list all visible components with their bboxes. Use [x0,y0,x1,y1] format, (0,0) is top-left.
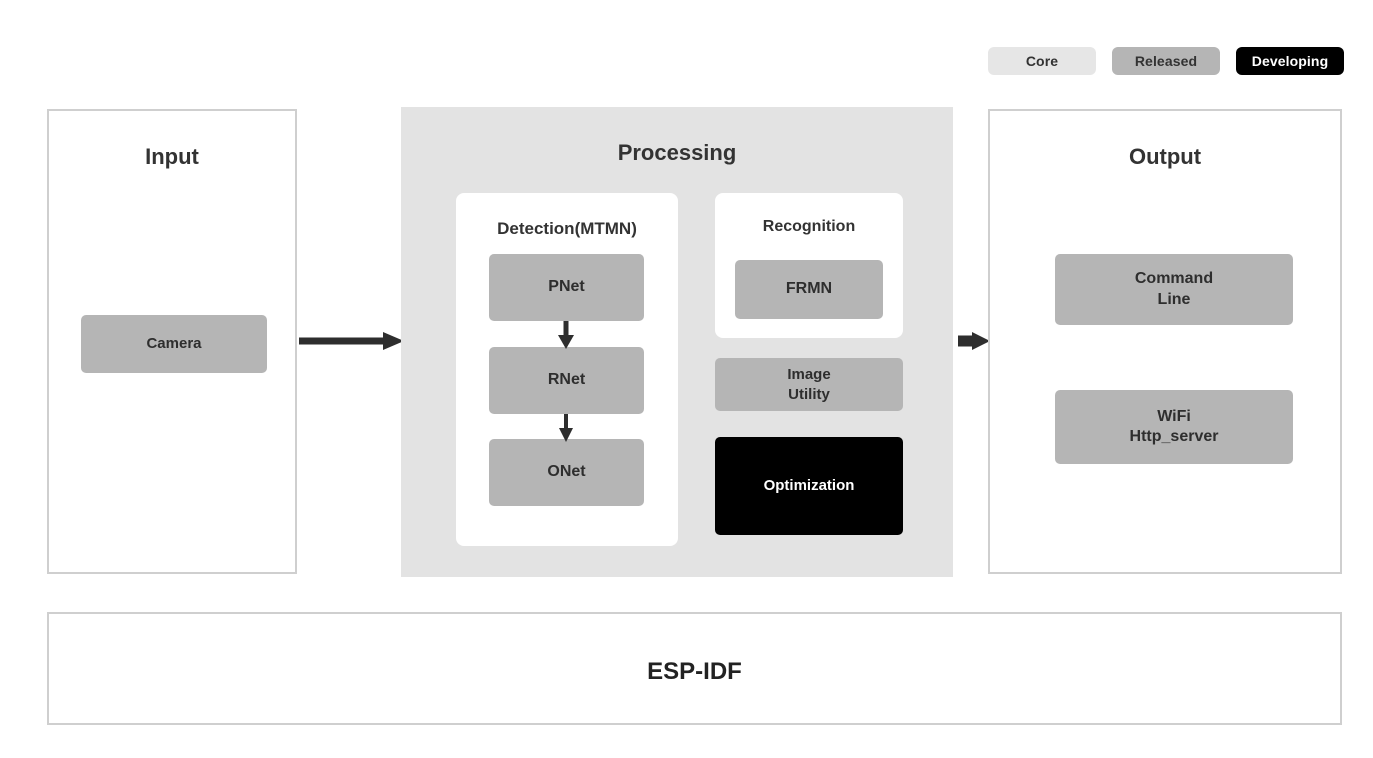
camera-box[interactable]: Camera [81,315,267,373]
processing-panel: Processing Detection(MTMN) PNet RNet ONe… [401,107,953,577]
detection-card-title: Detection(MTMN) [497,219,637,238]
onet-box[interactable]: ONet [489,439,644,506]
detection-card: Detection(MTMN) PNet RNet ONet [456,193,678,546]
arrow-pnet-to-rnet [555,321,577,349]
recognition-card: Recognition FRMN [715,193,903,338]
optimization-box[interactable]: Optimization [715,437,903,535]
legend-item-core[interactable]: Core [988,47,1096,75]
input-panel: Input Camera [47,109,297,574]
legend: Core Released Developing [988,47,1344,75]
pnet-box[interactable]: PNet [489,254,644,321]
output-panel-title: Output [1128,144,1202,169]
legend-item-developing[interactable]: Developing [1236,47,1344,75]
arrow-input-to-processing [299,330,404,352]
arrow-processing-to-output [958,330,990,352]
input-panel-title: Input [145,144,199,169]
output-panel: Output Command Line WiFi Http_server [988,109,1342,574]
esp-idf-title: ESP-IDF [647,658,742,685]
frmn-box[interactable]: FRMN [735,260,883,319]
legend-label-released: Released [1134,53,1198,69]
processing-panel-title: Processing [617,140,737,165]
legend-label-developing: Developing [1251,53,1329,69]
esp-idf-panel: ESP-IDF [47,612,1342,725]
legend-item-released[interactable]: Released [1112,47,1220,75]
arrow-rnet-to-onet [555,414,577,442]
recognition-card-title: Recognition [762,218,856,235]
image-utility-box[interactable]: Image Utility [715,358,903,411]
rnet-box[interactable]: RNet [489,347,644,414]
legend-label-core: Core [1025,53,1059,69]
command-line-box[interactable]: Command Line [1055,254,1293,325]
wifi-http-server-box[interactable]: WiFi Http_server [1055,390,1293,464]
